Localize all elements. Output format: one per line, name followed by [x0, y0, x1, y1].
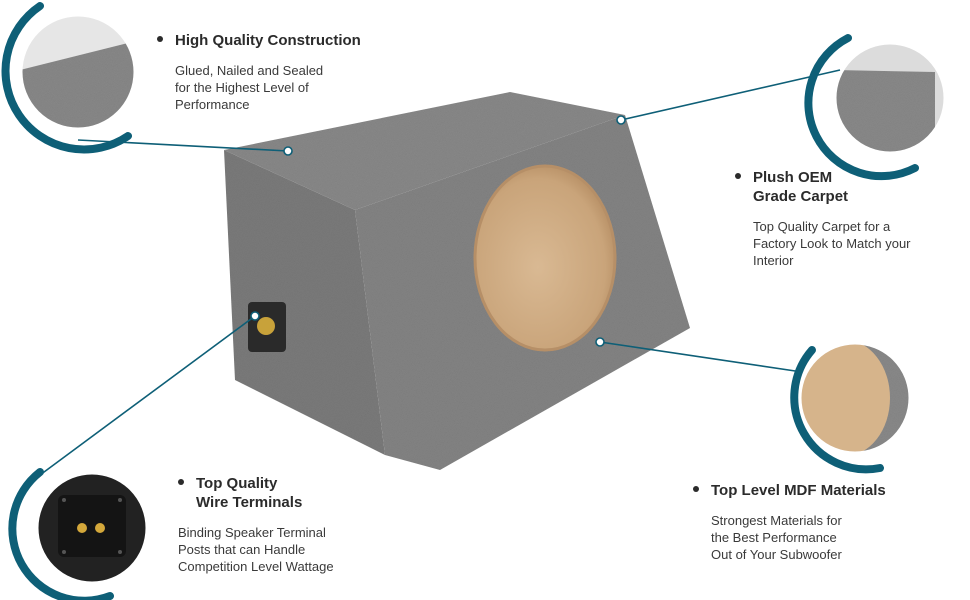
anchor-dot	[283, 146, 293, 156]
leader-line-mdf	[599, 341, 803, 373]
callout-title-line2: Grade Carpet	[753, 188, 849, 205]
detail-circle-construction	[1, 2, 137, 154]
callout-title-line1: Plush OEM	[753, 169, 833, 186]
detail-circle-mdf	[790, 341, 912, 474]
bullet-dot-icon	[157, 36, 163, 43]
callout-title-line1: Top Quality	[196, 475, 278, 492]
callout-title: Top Level MDF Materials	[711, 482, 886, 499]
accent-arc	[804, 34, 919, 181]
bullet-dot-icon	[693, 486, 699, 493]
bullet-dot-icon	[178, 479, 184, 486]
accent-arc	[790, 346, 884, 474]
anchor-points	[250, 115, 626, 347]
speaker-hole	[475, 166, 615, 350]
bullet-dot-icon	[735, 173, 741, 180]
callout-title-line2: Wire Terminals	[196, 494, 303, 511]
callout-description: Glued, Nailed and Sealed for the Highest…	[175, 63, 324, 112]
speaker-hole-rim	[473, 164, 617, 352]
terminal-post	[257, 317, 275, 335]
callout-construction: High Quality Construction Glued, Nailed …	[157, 31, 361, 113]
leader-line-terminals	[39, 315, 256, 476]
box-top-face	[224, 92, 625, 210]
callout-description: Top Quality Carpet for a Factory Look to…	[753, 219, 911, 268]
callout-title: High Quality Construction	[175, 32, 361, 49]
callout-mdf: Top Level MDF Materials Strongest Materi…	[693, 481, 886, 563]
anchor-dot	[595, 337, 605, 347]
anchor-dot	[250, 311, 260, 321]
leader-lines	[39, 69, 841, 476]
leader-line-carpet	[620, 69, 841, 121]
callout-terminals: Top Quality Wire Terminals Binding Speak…	[178, 474, 334, 575]
box-front-face	[224, 150, 385, 455]
subwoofer-box	[224, 92, 690, 470]
accent-arc	[1, 2, 132, 154]
callout-carpet: Plush OEM Grade Carpet Top Quality Carpe…	[735, 168, 911, 269]
callout-description: Binding Speaker Terminal Posts that can …	[178, 525, 334, 574]
callout-description: Strongest Materials for the Best Perform…	[711, 513, 842, 562]
detail-circle-carpet	[804, 34, 947, 181]
anchor-dot	[616, 115, 626, 125]
accent-arc	[8, 468, 114, 600]
detail-circle-terminals	[8, 468, 149, 600]
